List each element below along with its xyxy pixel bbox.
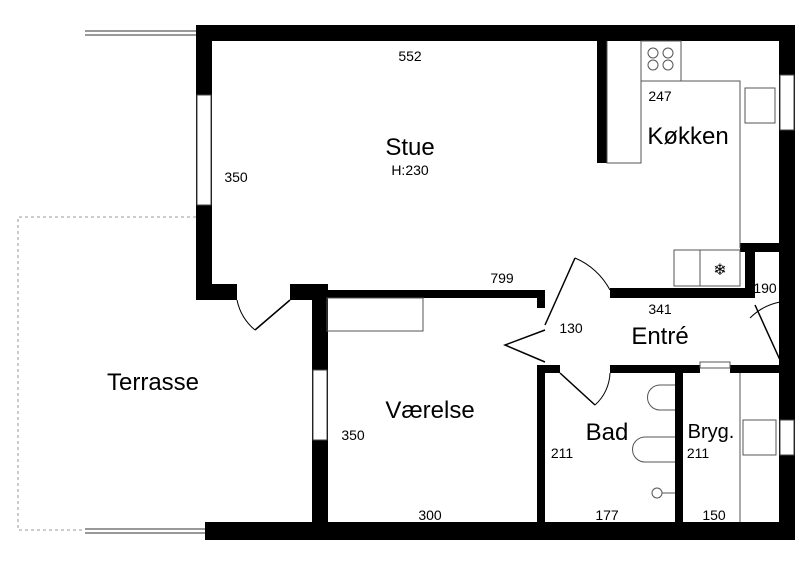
window-stue — [196, 94, 212, 206]
toilet-icon — [632, 436, 675, 463]
stove-icon — [640, 40, 682, 82]
terrasse-area — [17, 30, 205, 534]
dim-bad-width: 177 — [595, 507, 619, 523]
shower-icon — [651, 487, 663, 499]
bath-fixtures — [326, 297, 777, 522]
room-label-terrasse: Terrasse — [107, 369, 199, 396]
bath-sink-icon — [647, 384, 675, 411]
dim-vaerelse-width: 300 — [418, 507, 442, 523]
dim-entre-right: 190 — [753, 280, 777, 296]
walls — [196, 25, 795, 540]
room-label-stue: Stue — [385, 134, 434, 161]
kitchen-fixtures: ❄ — [606, 40, 776, 287]
room-label-entre: Entré — [631, 323, 688, 350]
kitchen-sink-icon — [744, 87, 776, 124]
room-label-bryg: Bryg. — [688, 421, 735, 443]
room-label-bad: Bad — [586, 419, 629, 446]
freezer-snowflake-icon: ❄ — [713, 262, 726, 279]
window-bryg — [779, 419, 795, 456]
dim-stue-width: 552 — [398, 48, 422, 64]
ceiling-height: H:230 — [391, 162, 429, 178]
dim-bad-depth: 211 — [551, 445, 574, 461]
dim-stue-depth: 350 — [224, 169, 248, 185]
doors — [236, 257, 781, 406]
window-vaerelse — [312, 369, 328, 441]
dim-stue-bottom: 799 — [490, 270, 514, 286]
dim-kokken: 247 — [648, 88, 672, 104]
room-label-vaerelse: Værelse — [385, 397, 474, 424]
dim-entre-left: 130 — [559, 320, 583, 336]
window-kokken — [779, 74, 795, 131]
wardrobe — [326, 297, 424, 332]
dim-bryg-width: 150 — [702, 507, 726, 523]
dim-bryg-depth: 211 — [687, 445, 710, 461]
room-label-kokken: Køkken — [647, 123, 728, 150]
dim-vaerelse-depth: 350 — [341, 427, 365, 443]
dim-entre-width: 341 — [648, 301, 672, 317]
fridge-icon — [673, 249, 741, 287]
utility-sink-icon — [742, 419, 777, 456]
